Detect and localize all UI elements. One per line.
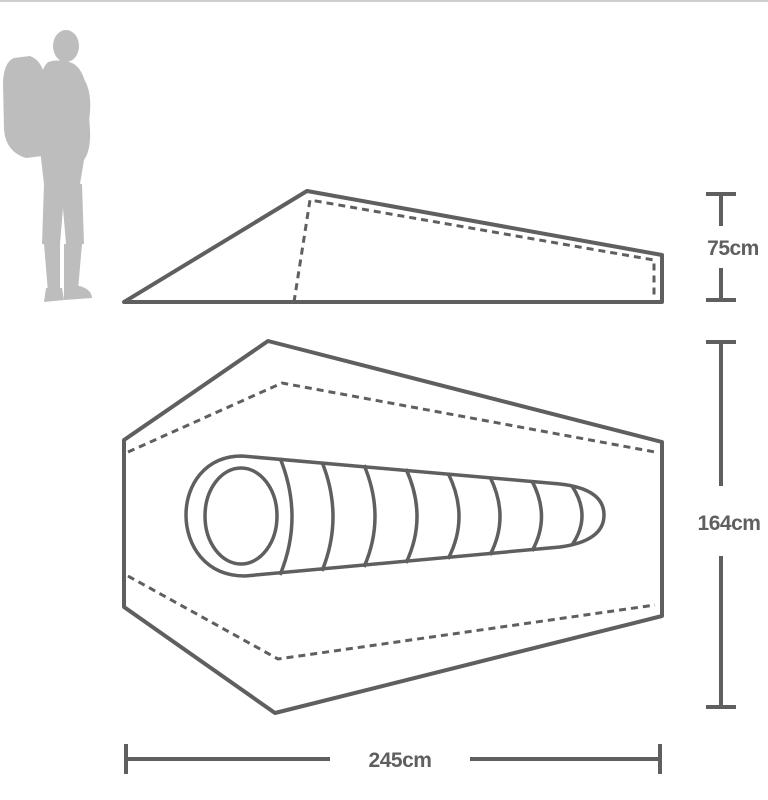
side-inner-dashed: [292, 198, 656, 303]
tent-plan-view: [122, 339, 664, 715]
plan-outline: [122, 339, 664, 715]
length-dimension: [124, 744, 662, 774]
plan-inner-dashed-bottom: [127, 574, 656, 661]
sleeping-bag-icon: [184, 454, 606, 578]
side-outline: [122, 189, 664, 304]
height-dimension: [706, 192, 736, 302]
height-label: 75cm: [707, 237, 759, 260]
width-label: 164cm: [698, 512, 761, 535]
hiker-with-backpack-icon: [3, 30, 92, 302]
length-label: 245cm: [369, 749, 432, 772]
tent-side-view: [122, 189, 664, 304]
width-dimension: [706, 340, 736, 709]
plan-inner-dashed-top: [127, 381, 656, 454]
